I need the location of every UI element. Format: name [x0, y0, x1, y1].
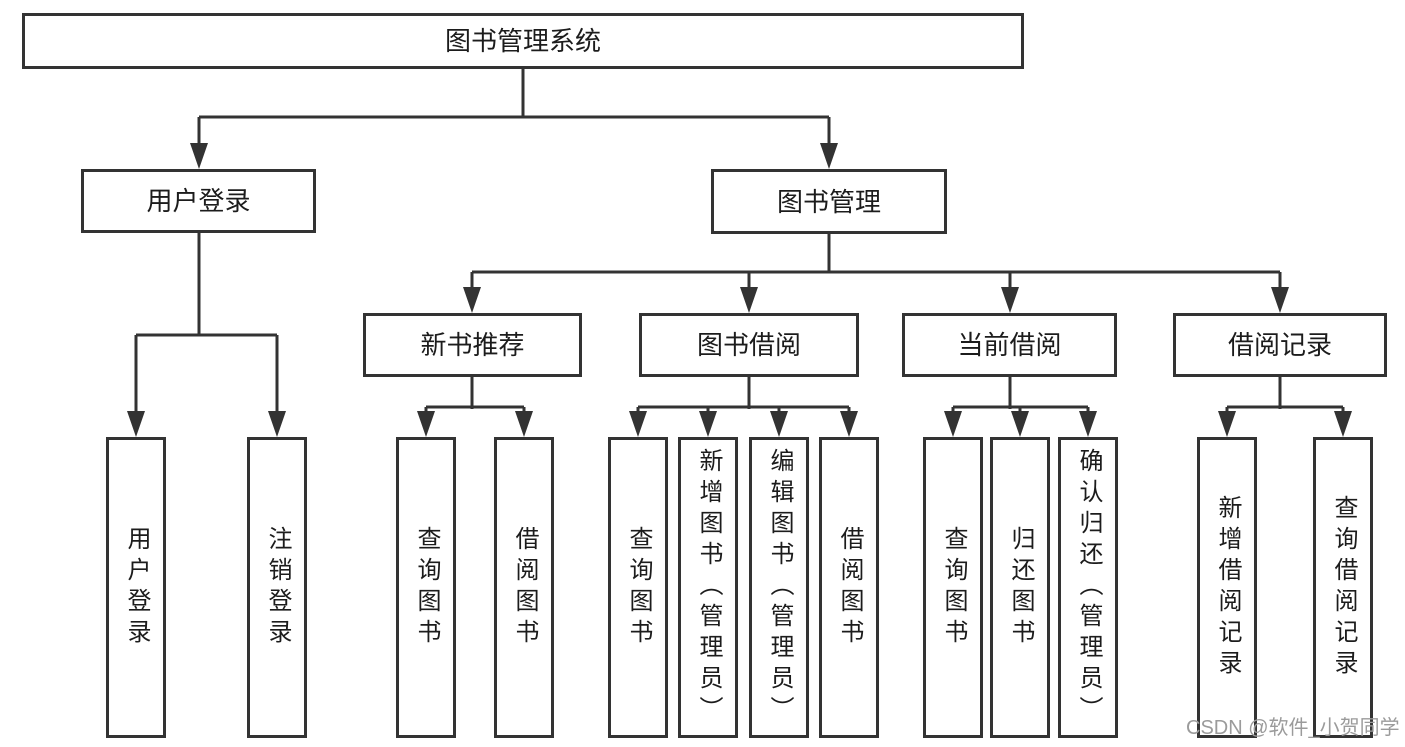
leaf-borrow-books: 借阅图书	[819, 437, 879, 738]
node-new-book-recommendation: 新书推荐	[363, 313, 582, 377]
leaf-query-books-borrowing: 查询图书	[608, 437, 668, 738]
leaf-add-borrow-record: 新增借阅记录	[1197, 437, 1257, 738]
node-current-borrowing: 当前借阅	[902, 313, 1117, 377]
leaf-edit-book-admin: 编辑图书（管理员）	[749, 437, 809, 738]
watermark: CSDN @软件_小贺同学	[1186, 717, 1400, 739]
leaf-add-book-admin: 新增图书（管理员）	[678, 437, 738, 738]
leaf-borrow-books-recommend: 借阅图书	[494, 437, 554, 738]
node-book-borrowing: 图书借阅	[639, 313, 859, 377]
node-library-management-system: 图书管理系统	[22, 13, 1024, 69]
leaf-logout: 注销登录	[247, 437, 307, 738]
leaf-confirm-return-admin: 确认归还（管理员）	[1058, 437, 1118, 738]
leaf-query-borrow-record: 查询借阅记录	[1313, 437, 1373, 738]
node-borrowing-records: 借阅记录	[1173, 313, 1387, 377]
leaf-query-books-recommend: 查询图书	[396, 437, 456, 738]
leaf-return-book: 归还图书	[990, 437, 1050, 738]
node-book-management: 图书管理	[711, 169, 947, 234]
leaf-query-books-current: 查询图书	[923, 437, 983, 738]
node-user-login: 用户登录	[81, 169, 316, 233]
leaf-user-login: 用户登录	[106, 437, 166, 738]
